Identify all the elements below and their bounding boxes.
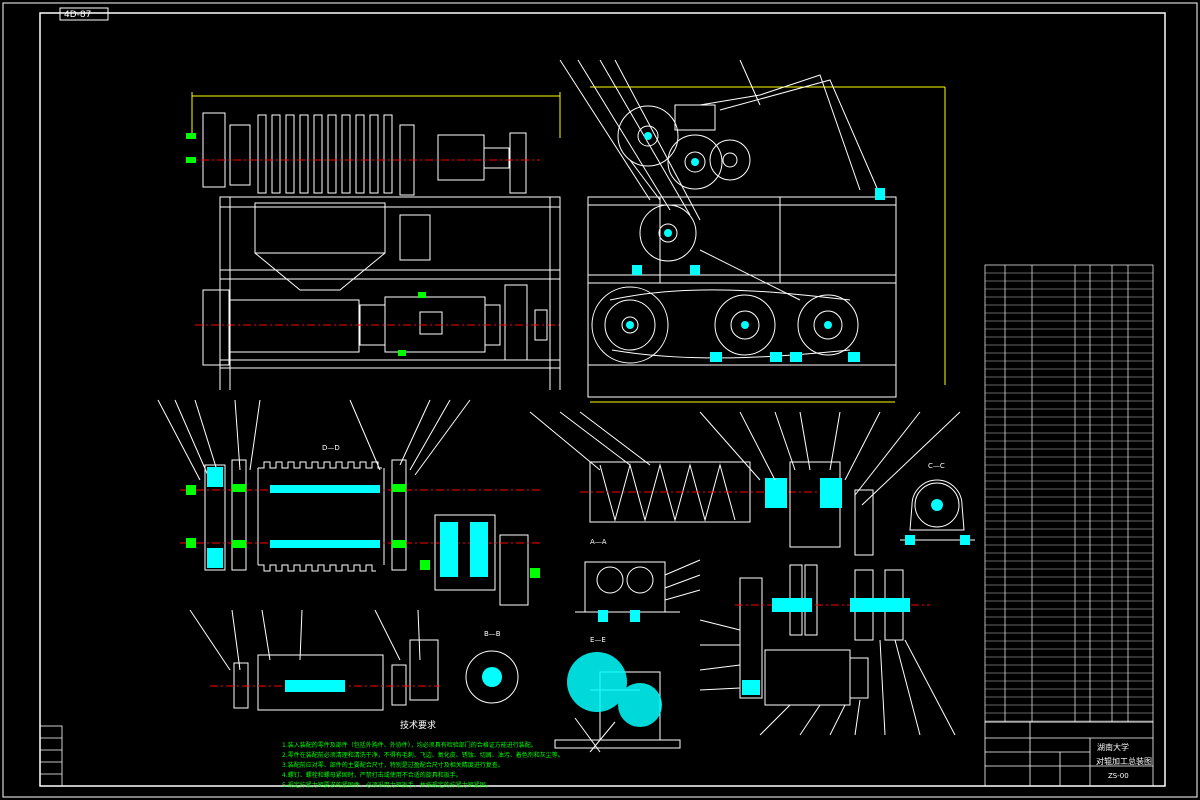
corner-tag: 4D-87 [64, 10, 92, 20]
gearbox-view [575, 559, 701, 622]
screw-conveyor-view [529, 411, 961, 556]
technical-note: 3.装配前应对零、部件的主要配合尺寸，特别是过盈配合尺寸及相关精度进行复查。 [282, 762, 504, 769]
drive-view [699, 564, 956, 736]
top-right-hatch [626, 132, 885, 362]
parts-list [984, 264, 1154, 723]
section-label: B—B [484, 630, 501, 638]
title-block-drawing-name: 对辊加工总装图 [1096, 757, 1152, 766]
roller-fins [257, 114, 393, 194]
top-left-accents [186, 133, 426, 356]
top-left-view [185, 92, 561, 390]
section-label: A—A [590, 538, 607, 546]
section-label: C—C [928, 462, 945, 470]
bearing-view [900, 479, 975, 545]
roller-section-green [186, 484, 540, 578]
title-block-drawing-number: ZS-00 [1108, 772, 1129, 780]
roller-section-hatch [207, 467, 488, 577]
single-roller-view [189, 609, 440, 711]
section-label: D—D [322, 444, 340, 452]
technical-requirements-title: 技术要求 [400, 721, 437, 731]
corner-tag-box [59, 7, 109, 21]
top-right-view [559, 59, 946, 403]
parts-list-rows [985, 272, 1153, 722]
title-block-university: 湖南大学 [1097, 743, 1129, 752]
technical-note: 4.螺钉、螺栓和螺母紧固时，严禁打击或使用不合适的旋具和扳手。 [282, 772, 462, 779]
flywheel-hatch [567, 652, 662, 727]
section-label: E—E [590, 636, 606, 644]
title-block [984, 721, 1154, 787]
technical-note: 1.装入装配的零件及部件（包括外购件、外协件），均必须具有检验部门的合格证方能进… [282, 742, 537, 749]
margin-stamp [39, 725, 63, 787]
technical-note: 5.规定拧紧力矩要求的紧固件，必须采用力矩扳手，并按规定的拧紧力矩紧固。 [282, 782, 492, 789]
technical-note: 2.零件在装配前必须清理和清洗干净，不得有毛刺、飞边、氧化皮、锈蚀、切屑、油污、… [282, 752, 564, 759]
frame-border [39, 12, 1166, 787]
gear-section [465, 650, 519, 704]
